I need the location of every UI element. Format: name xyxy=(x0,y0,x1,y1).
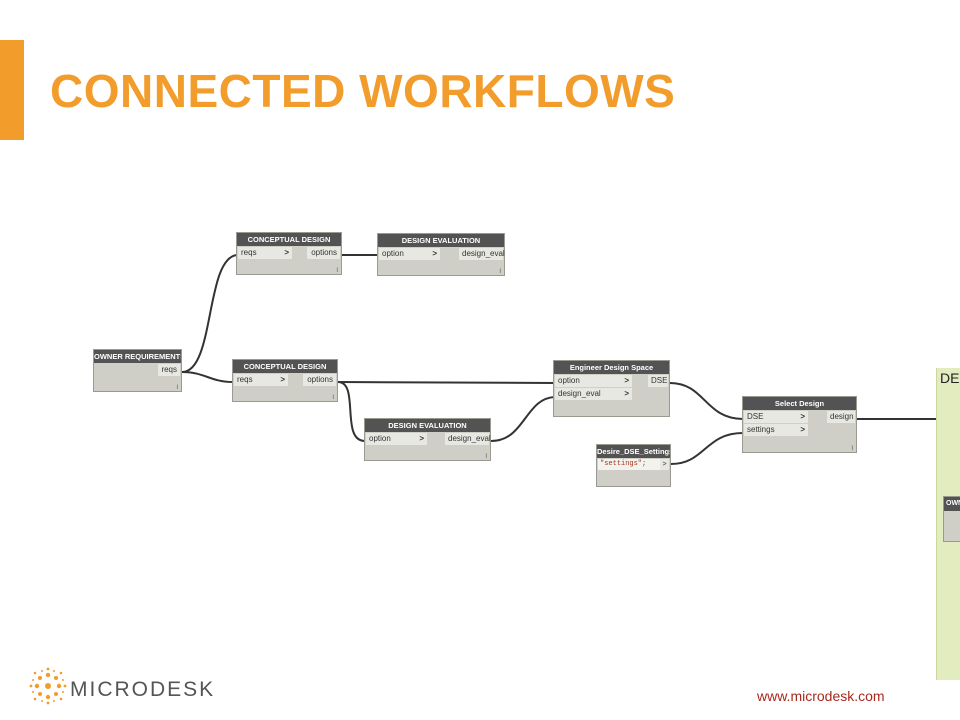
node-footer-marker: I xyxy=(485,454,487,460)
node-footer-marker: I xyxy=(336,268,338,274)
port-arrow-icon: > xyxy=(284,248,289,257)
node-header: DESIGN EVALUATION xyxy=(378,234,504,247)
input-port-dse[interactable]: DSE > xyxy=(744,411,808,423)
wire-reqs-to-conceptual-top xyxy=(181,254,238,373)
node-footer-marker: I xyxy=(332,395,334,401)
node-footer-marker: I xyxy=(851,446,853,452)
node-owner-clipped[interactable]: OWN xyxy=(943,496,960,542)
node-design-evaluation-top[interactable]: DESIGN EVALUATION option > design_eval I xyxy=(377,233,505,276)
input-port-reqs[interactable]: reqs > xyxy=(238,247,292,259)
output-port-options[interactable]: options xyxy=(303,374,336,386)
input-port-option[interactable]: option > xyxy=(366,433,427,445)
input-port-settings[interactable]: settings > xyxy=(744,424,808,436)
wire-options-to-eval xyxy=(337,381,366,442)
port-label: settings xyxy=(747,425,775,434)
node-desire-dse-settings[interactable]: Desire_DSE_Settings "settings"; > xyxy=(596,444,671,487)
node-header: OWNER REQUIREMENTS xyxy=(94,350,181,363)
port-label: option xyxy=(369,434,391,443)
port-arrow-icon: > xyxy=(624,389,629,398)
microdesk-sunburst-icon xyxy=(29,667,67,705)
node-conceptual-design-top[interactable]: CONCEPTUAL DESIGN reqs > options I xyxy=(236,232,342,275)
node-header: CONCEPTUAL DESIGN xyxy=(233,360,337,373)
node-footer-marker: I xyxy=(176,385,178,391)
node-header: DESIGN EVALUATION xyxy=(365,419,490,432)
slide-title: CONNECTED WORKFLOWS xyxy=(50,65,676,117)
node-header: OWN xyxy=(944,497,960,511)
port-arrow-icon: > xyxy=(419,434,424,443)
port-arrow-icon: > xyxy=(280,375,285,384)
code-block-input[interactable]: "settings"; xyxy=(598,459,668,470)
wire-settings-to-select xyxy=(670,432,744,465)
input-port-option[interactable]: option > xyxy=(379,248,440,260)
output-port-settings[interactable]: > xyxy=(660,459,669,470)
port-label: reqs xyxy=(241,248,257,257)
node-engineer-design-space[interactable]: Engineer Design Space option > DSE design… xyxy=(553,360,670,417)
output-port-design[interactable]: design xyxy=(827,411,855,423)
node-conceptual-design[interactable]: CONCEPTUAL DESIGN reqs > options I xyxy=(232,359,338,402)
node-header: Select Design xyxy=(743,397,856,410)
port-arrow-icon: > xyxy=(800,425,805,434)
wire-reqs-to-conceptual xyxy=(181,371,234,383)
node-header: CONCEPTUAL DESIGN xyxy=(237,233,341,246)
output-port-design-eval[interactable]: design_eval xyxy=(459,248,505,260)
port-arrow-icon: > xyxy=(800,412,805,421)
group-label: DE xyxy=(940,370,960,386)
input-port-option[interactable]: option > xyxy=(555,375,632,387)
node-header: Engineer Design Space xyxy=(554,361,669,374)
wire-eval-to-eds xyxy=(490,396,556,442)
node-design-evaluation[interactable]: DESIGN EVALUATION option > design_eval I xyxy=(364,418,491,461)
brand-wordmark: MICRODESK xyxy=(70,678,216,701)
title-accent-bar xyxy=(0,40,24,140)
wire-dse-to-select xyxy=(669,382,744,420)
input-port-design-eval[interactable]: design_eval > xyxy=(555,388,632,400)
port-arrow-icon: > xyxy=(624,376,629,385)
footer-url[interactable]: www.microdesk.com xyxy=(757,688,885,704)
output-port-dse[interactable]: DSE xyxy=(648,375,668,387)
wire-options-to-eds xyxy=(337,381,556,384)
port-arrow-icon: > xyxy=(432,249,437,258)
node-select-design[interactable]: Select Design DSE > design settings > I xyxy=(742,396,857,453)
port-label: reqs xyxy=(237,375,253,384)
port-label: DSE xyxy=(747,412,764,421)
output-port-reqs[interactable]: reqs xyxy=(158,364,180,376)
port-label: option xyxy=(558,376,580,385)
node-header: Desire_DSE_Settings xyxy=(597,445,670,458)
input-port-reqs[interactable]: reqs > xyxy=(234,374,288,386)
node-footer-marker: I xyxy=(499,269,501,275)
node-owner-requirements[interactable]: OWNER REQUIREMENTS reqs I xyxy=(93,349,182,392)
output-port-design-eval[interactable]: design_eval xyxy=(445,433,491,445)
port-label: option xyxy=(382,249,404,258)
side-group-panel[interactable]: DE OWN xyxy=(936,368,960,680)
port-label: design_eval xyxy=(558,389,601,398)
output-port-options[interactable]: options xyxy=(307,247,340,259)
